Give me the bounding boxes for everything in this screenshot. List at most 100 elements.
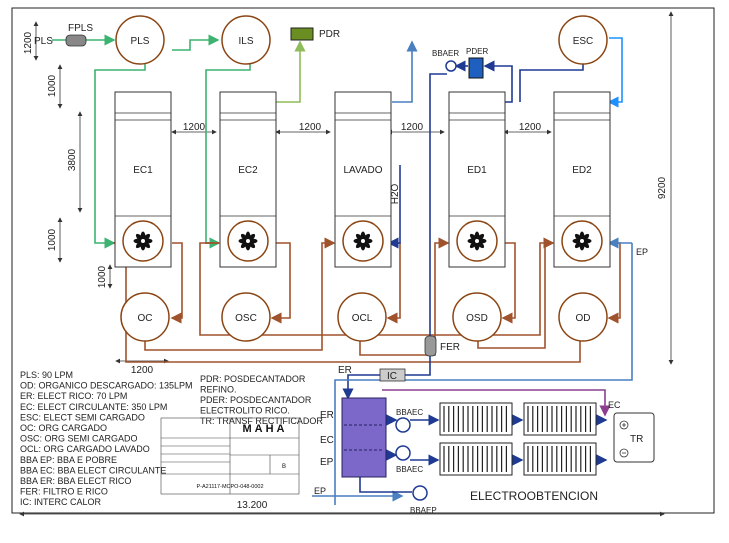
impeller-icon xyxy=(353,231,373,251)
titleblock-sheet: B xyxy=(282,464,286,470)
settler-ec1: EC1 xyxy=(114,91,172,268)
legend-left-item: BBA EC: BBA ELECT CIRCULANTE xyxy=(20,465,166,475)
settler-label: LAVADO xyxy=(343,165,382,176)
legend-left-item: BBA ER: BBA ELECT RICO xyxy=(20,476,131,486)
cell-to-bbaep-line xyxy=(359,477,412,493)
legend-left-item: IC: INTERC CALOR xyxy=(20,497,102,507)
fer-filter xyxy=(424,335,437,357)
tank-pls xyxy=(115,15,165,65)
tank-osc-label: OSC xyxy=(235,313,257,324)
legend-left-item: OD: ORGANICO DESCARGADO: 135LPM xyxy=(20,381,193,391)
tag-bbaec-top: BBAEC xyxy=(396,408,423,417)
dim-1200-gap2: 1200 xyxy=(299,122,322,133)
bbaec-bottom-pump xyxy=(395,445,411,461)
legend-right-item: REFINO. xyxy=(200,385,237,395)
tank-pls-label: PLS xyxy=(131,36,150,47)
tag-cell-ep: EP xyxy=(320,457,334,468)
cell-bank xyxy=(523,442,597,476)
dim-1200-top: 1200 xyxy=(23,31,34,54)
tank-ils-label: ILS xyxy=(238,36,253,47)
tank-osd xyxy=(452,292,502,342)
legend-left-item: PLS: 90 LPM xyxy=(20,370,73,380)
impeller-icon xyxy=(467,231,487,251)
legend-right-item: PDR: POSDECANTADOR xyxy=(200,374,306,384)
impeller-icon xyxy=(238,231,258,251)
ic-exchanger xyxy=(379,368,406,382)
legend-left-item: OC: ORG CARGADO xyxy=(20,423,107,433)
ec2-to-pdr-line xyxy=(276,40,306,103)
ep-return-line xyxy=(334,243,633,505)
bbaec-top-pump xyxy=(395,417,411,433)
oc-to-lavado-line xyxy=(144,237,336,351)
legend-left-item: ESC: ELECT SEMI CARGADO xyxy=(20,412,145,422)
dimension-lines xyxy=(19,11,674,517)
settler-ec2: EC2 xyxy=(219,91,277,268)
ew-cell xyxy=(341,397,387,478)
tag-fpls: FPLS xyxy=(68,23,93,34)
dim-1200-gap4: 1200 xyxy=(519,122,542,133)
ew-title: ELECTROOBTENCION xyxy=(470,489,598,503)
tank-ocl xyxy=(337,292,387,342)
fpls-filter xyxy=(65,34,87,47)
pls-to-ec1-line xyxy=(94,62,146,249)
fer-to-ic-line xyxy=(405,355,431,376)
ed1-to-osd-line xyxy=(501,242,516,324)
settler-label: ED1 xyxy=(467,165,487,176)
tank-ocl-label: OCL xyxy=(352,313,373,324)
legend-left-item: ER: ELECT RICO: 70 LPM xyxy=(20,391,127,401)
tag-pdr: PDR xyxy=(319,29,340,40)
title-block xyxy=(160,417,300,495)
tag-bbaep: BBAEP xyxy=(410,506,437,515)
ec1-to-ils-line xyxy=(172,34,220,51)
tr-plus-sign xyxy=(622,423,626,427)
dim-1200-gap3: 1200 xyxy=(401,122,424,133)
dim-9200: 9200 xyxy=(657,176,668,199)
tank-oc xyxy=(120,292,170,342)
od-to-ec2-organic-line xyxy=(199,242,553,336)
dim-1200-bottom: 1200 xyxy=(131,365,154,376)
titleblock-logo: MAHA xyxy=(243,423,288,435)
legend-right-item: PDER: POSDECANTADOR xyxy=(200,395,312,405)
tr-plus-icon xyxy=(619,420,629,430)
legend-left-item: EC: ELECT CIRCULANTE: 350 LPM xyxy=(20,402,167,412)
cell-bank xyxy=(523,402,597,436)
tank-osc xyxy=(221,292,271,342)
bbaep-pump xyxy=(412,485,428,501)
legend-left-item: OCL: ORG CARGADO LAVADO xyxy=(20,444,150,454)
settler-ed2: ED2 xyxy=(553,91,611,268)
settler-label: EC1 xyxy=(133,165,153,176)
impeller-icon xyxy=(133,231,153,251)
legend-right-item: TR: TRANSF RECTIFICADOR xyxy=(200,416,323,426)
cell-bank xyxy=(439,402,513,436)
tag-h2o: H2O xyxy=(390,183,401,204)
dim-13200: 13.200 xyxy=(237,500,268,511)
pder-unit xyxy=(468,57,484,79)
tag-bbaer: BBAER xyxy=(432,49,459,58)
dim-1000-mid: 1000 xyxy=(47,228,58,251)
dim-1000-bottom: 1000 xyxy=(97,265,108,288)
ec1-to-oc-line xyxy=(170,242,183,324)
tank-esc xyxy=(558,15,608,65)
esc-feed-line xyxy=(519,62,584,102)
settler-label: EC2 xyxy=(238,165,258,176)
ed2-to-od-line xyxy=(607,242,621,324)
tank-od xyxy=(558,292,608,342)
tank-osd-label: OSD xyxy=(466,313,488,324)
ec-top-line xyxy=(382,389,611,417)
tag-ic: IC xyxy=(387,371,397,382)
tag-pls-in: PLS xyxy=(34,36,53,47)
cell-bank xyxy=(439,442,513,476)
pdr-unit xyxy=(290,27,314,41)
ec1-side-return-line xyxy=(270,242,291,324)
settler-group: EC1 EC2 LAVADO ED1 ED2 xyxy=(114,91,611,268)
tag-ep-right: EP xyxy=(636,247,648,257)
tag-pder: PDER xyxy=(466,47,488,56)
dim-3800: 3800 xyxy=(67,148,78,171)
impeller-icon xyxy=(572,231,592,251)
settler-ed1: ED1 xyxy=(448,91,506,268)
dim-1200-gap1: 1200 xyxy=(183,122,206,133)
tag-cell-er: ER xyxy=(320,410,334,421)
